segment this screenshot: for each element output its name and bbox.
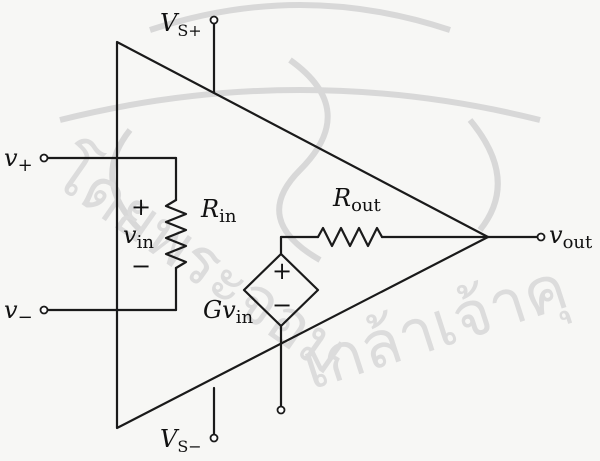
svg-text:เกล้าเจ้าคุ: เกล้าเจ้าคุ: [293, 250, 577, 406]
r-out-resistor: [316, 226, 384, 248]
v-plus-label: v+: [4, 144, 33, 176]
ground-terminal: [276, 405, 286, 415]
vin-minus-sign: −: [131, 252, 151, 280]
v-plus-terminal: [39, 153, 49, 163]
v-minus-label: v−: [4, 296, 33, 328]
vs-minus-label: VS−: [160, 425, 202, 456]
r-in-resistor: [164, 198, 188, 270]
vs-minus-terminal: [209, 433, 219, 443]
v-out-label: vout: [549, 221, 593, 253]
source-minus-sign: −: [272, 291, 292, 319]
gain-label: Gvin: [203, 296, 253, 328]
r-in-label: Rin: [200, 195, 237, 227]
v-minus-terminal: [39, 305, 49, 315]
v-out-terminal: [536, 232, 546, 242]
vs-plus-terminal: [209, 15, 219, 25]
opamp-triangle: [115, 40, 490, 430]
watermark-seal: โดยพระจอม เกล้าเจ้าคุ: [39, 2, 577, 406]
v-in-label: vin: [123, 221, 154, 253]
source-plus-sign: +: [272, 257, 292, 285]
vs-plus-label: VS+: [160, 9, 202, 40]
vin-plus-sign: +: [131, 193, 151, 221]
r-out-label: Rout: [332, 184, 382, 216]
